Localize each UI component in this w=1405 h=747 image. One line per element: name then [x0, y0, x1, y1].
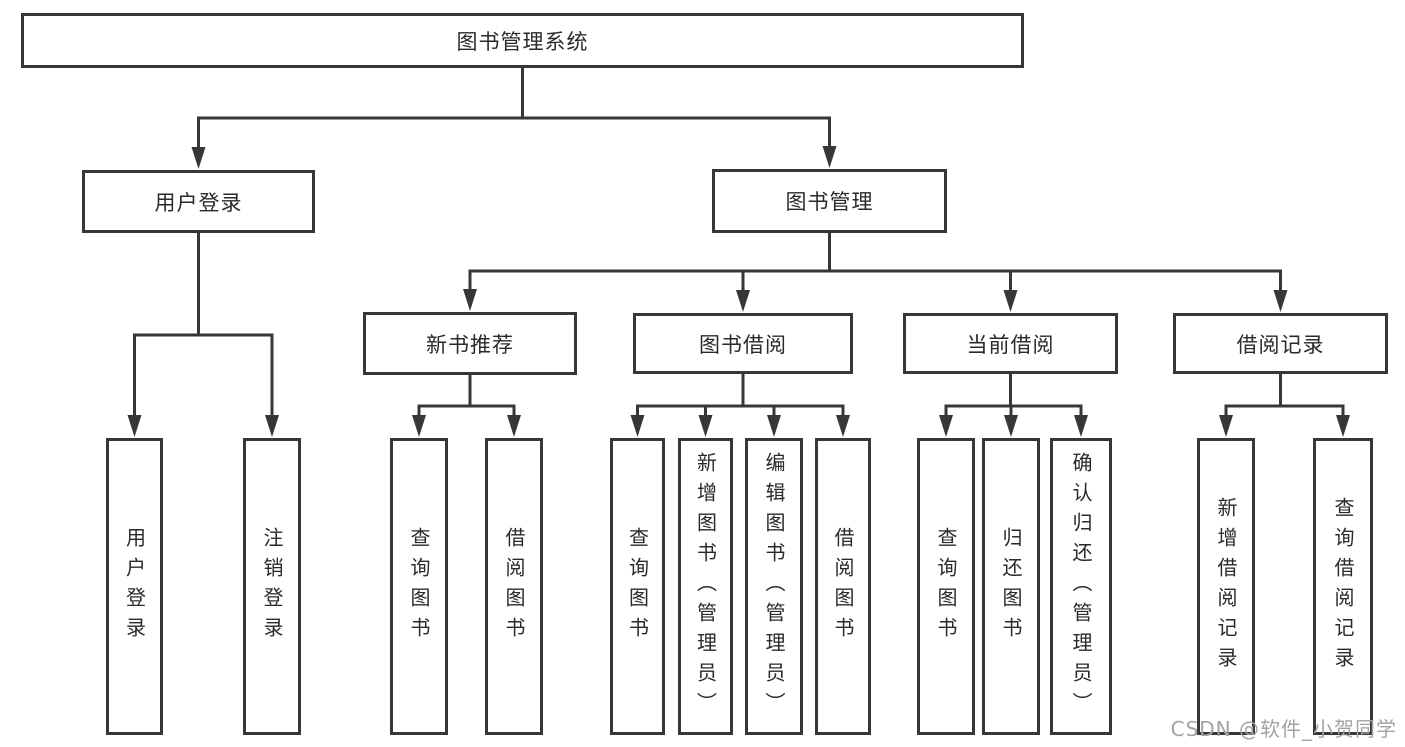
node-label: 图书借阅 [699, 332, 787, 357]
arrowhead-icon [1074, 415, 1088, 437]
node-label: 确认归还（管理员） [1069, 451, 1093, 722]
node-new-book-rec: 新书推荐 [363, 312, 577, 375]
node-leaf-user-login: 用户登录 [106, 438, 163, 735]
node-current-borrow: 当前借阅 [903, 313, 1118, 374]
node-leaf-confirm-return: 确认归还（管理员） [1050, 438, 1112, 735]
arrowhead-icon [463, 289, 477, 311]
arrowhead-icon [698, 415, 713, 437]
watermark: CSDN @软件_小贺同学 [1170, 717, 1397, 741]
node-label: 归还图书 [999, 526, 1023, 647]
node-label: 图书管理 [785, 190, 874, 214]
node-leaf-add-book: 新增图书（管理员） [678, 438, 733, 735]
arrowhead-icon [1004, 415, 1018, 437]
node-label: 用户登录 [154, 190, 243, 215]
arrowhead-icon [1003, 290, 1018, 312]
arrowhead-icon [1273, 290, 1288, 312]
arrowhead-icon [822, 146, 837, 168]
node-label: 注销登录 [260, 526, 284, 647]
node-label: 借阅图书 [831, 526, 855, 647]
arrowhead-icon [1336, 415, 1350, 437]
node-label: 借阅记录 [1236, 332, 1325, 357]
arrowhead-icon [939, 415, 953, 437]
arrowhead-icon [507, 415, 521, 437]
node-label: 新增借阅记录 [1214, 496, 1238, 677]
node-label: 查询图书 [625, 526, 650, 647]
arrowhead-icon [736, 290, 750, 312]
arrowhead-icon [127, 415, 142, 437]
node-label: 查询借阅记录 [1331, 496, 1355, 677]
node-borrow-record: 借阅记录 [1173, 313, 1388, 374]
node-label: 编辑图书（管理员） [762, 451, 786, 722]
node-label: 查询图书 [407, 526, 431, 647]
node-label: 新书推荐 [426, 332, 514, 357]
node-leaf-query-book-3: 查询图书 [917, 438, 975, 735]
node-leaf-query-book-2: 查询图书 [610, 438, 665, 735]
node-leaf-add-borrow-rec: 新增借阅记录 [1197, 438, 1255, 735]
node-label: 查询图书 [934, 526, 958, 647]
node-label: 用户登录 [122, 526, 147, 647]
node-leaf-logout: 注销登录 [243, 438, 301, 735]
node-label: 图书管理系统 [456, 29, 589, 54]
node-leaf-borrow-book-2: 借阅图书 [815, 438, 871, 735]
arrowhead-icon [191, 147, 206, 169]
node-label: 新增图书（管理员） [693, 451, 718, 722]
node-book-mgmt: 图书管理 [712, 169, 947, 233]
arrowhead-icon [630, 415, 645, 437]
arrowhead-icon [836, 415, 850, 437]
node-user-login: 用户登录 [82, 170, 315, 233]
node-book-borrow: 图书借阅 [633, 313, 853, 374]
node-leaf-edit-book: 编辑图书（管理员） [745, 438, 803, 735]
arrowhead-icon [412, 415, 426, 437]
node-label: 借阅图书 [502, 526, 526, 647]
arrowhead-icon [767, 415, 781, 437]
node-leaf-borrow-book-1: 借阅图书 [485, 438, 543, 735]
node-leaf-query-book-1: 查询图书 [390, 438, 448, 735]
arrowhead-icon [1219, 415, 1233, 437]
node-leaf-return-book: 归还图书 [982, 438, 1040, 735]
arrowhead-icon [265, 415, 279, 437]
node-label: 当前借阅 [966, 332, 1055, 357]
node-root: 图书管理系统 [21, 13, 1024, 68]
node-leaf-query-borrow-rec: 查询借阅记录 [1313, 438, 1373, 735]
